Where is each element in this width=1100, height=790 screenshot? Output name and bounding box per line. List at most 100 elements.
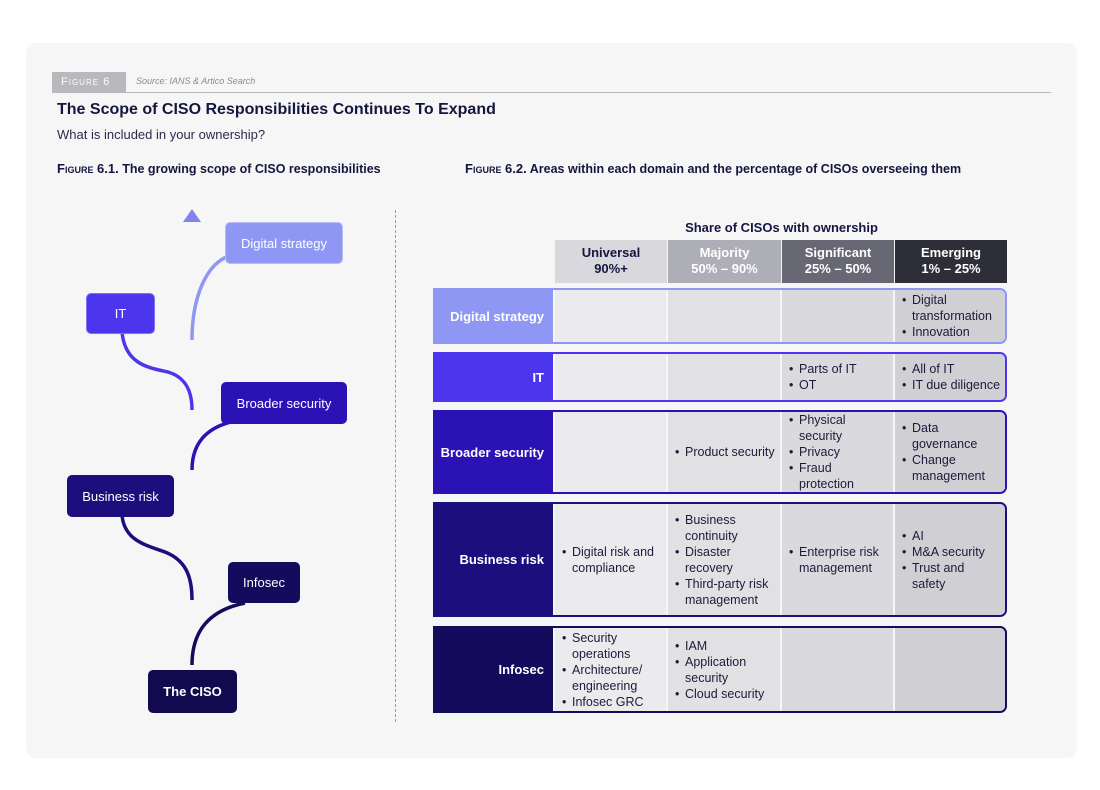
area-item: Innovation (902, 324, 1001, 340)
node-it: IT (86, 293, 155, 334)
area-item: Digital transformation (902, 292, 1001, 324)
area-item: IT due diligence (902, 377, 1000, 393)
node-broader-security: Broader security (221, 382, 347, 424)
area-item: Fraud protection (789, 460, 889, 492)
domain-row-infosec: InfosecSecurity operationsArchitecture/ … (433, 626, 1007, 713)
matrix-cell: IAMApplication securityCloud security (668, 628, 781, 711)
right-figure-caption-text: Areas within each domain and the percent… (529, 162, 962, 176)
matrix-cell (555, 354, 667, 400)
figure-divider (395, 210, 396, 722)
matrix-cell: Data governanceChange management (895, 412, 1005, 492)
matrix-cell: Digital risk and compliance (555, 504, 667, 615)
area-item: M&A security (902, 544, 1001, 560)
area-item: OT (789, 377, 857, 393)
matrix-cell: Digital transformationInnovation (895, 290, 1005, 342)
area-item: Product security (675, 444, 775, 460)
area-item: Infosec GRC (562, 694, 662, 710)
header-rule (52, 92, 1051, 93)
area-item: Physical security (789, 412, 889, 444)
figure-tag: Figure 6 (52, 72, 126, 92)
area-item: AI (902, 528, 1001, 544)
area-list: Physical securityPrivacyFraud protection (789, 412, 889, 492)
branch-digital-strategy (190, 253, 233, 341)
matrix-cell: Parts of ITOT (782, 354, 894, 400)
matrix-cell (895, 628, 1005, 711)
node-the-ciso: The CISO (148, 670, 237, 713)
column-name: Emerging (921, 245, 981, 260)
matrix-cell (555, 290, 667, 342)
page-subtitle: What is included in your ownership? (57, 127, 266, 142)
left-figure-caption-text: The growing scope of CISO responsibiliti… (122, 162, 381, 176)
column-range: 25% – 50% (804, 261, 872, 276)
domain-label: Infosec (435, 628, 553, 711)
left-figure-tag: Figure 6.1. (57, 161, 119, 176)
area-item: Trust and safety (902, 560, 1001, 592)
area-item: Business continuity (675, 512, 776, 544)
column-name: Majority (699, 245, 750, 260)
area-item: Architecture/ engineering (562, 662, 662, 694)
area-list: IAMApplication securityCloud security (675, 638, 776, 702)
area-list: Data governanceChange management (902, 420, 1001, 484)
matrix-cell (555, 412, 667, 492)
matrix-cell (782, 628, 894, 711)
area-list: Security operationsArchitecture/ enginee… (562, 630, 662, 710)
right-figure-tag: Figure 6.2. (465, 161, 527, 176)
matrix-cell (668, 354, 781, 400)
column-range: 1% – 25% (921, 261, 981, 276)
domain-label: Broader security (435, 412, 553, 492)
domain-label: IT (435, 354, 553, 400)
area-item: All of IT (902, 361, 1000, 377)
area-list: AIM&A securityTrust and safety (902, 528, 1001, 592)
column-range: 90%+ (594, 261, 628, 276)
area-item: Disaster recovery (675, 544, 776, 576)
branch-infosec (190, 601, 246, 666)
area-item: Digital risk and compliance (562, 544, 662, 576)
column-range: 50% – 90% (691, 261, 758, 276)
right-figure-caption: Figure 6.2. Areas within each domain and… (465, 161, 961, 176)
domain-label: Digital strategy (435, 290, 553, 342)
node-digital-strategy: Digital strategy (225, 222, 343, 264)
matrix-cell (668, 290, 781, 342)
column-name: Significant (804, 245, 872, 260)
domain-row-broader-security: Broader security Product security Physical… (433, 410, 1007, 494)
area-list: Business continuityDisaster recoveryThir… (675, 512, 776, 608)
matrix-cell: All of ITIT due diligence (895, 354, 1005, 400)
matrix-cell: Security operationsArchitecture/ enginee… (555, 628, 667, 711)
left-figure-caption: Figure 6.1. The growing scope of CISO re… (57, 161, 381, 176)
node-business-risk: Business risk (67, 475, 174, 517)
area-item: IAM (675, 638, 776, 654)
area-list: Product security (675, 444, 775, 460)
area-item: Application security (675, 654, 776, 686)
area-list: All of ITIT due diligence (902, 361, 1000, 393)
branch-it (120, 331, 194, 411)
branch-broader-security (190, 418, 241, 471)
domain-row-it: ITParts of ITOTAll of ITIT due diligence (433, 352, 1007, 402)
node-infosec: Infosec (228, 562, 300, 603)
area-list: Digital risk and compliance (562, 544, 662, 576)
area-list: Enterprise risk management (789, 544, 889, 576)
area-item: Enterprise risk management (789, 544, 889, 576)
trunk-arrowhead (183, 209, 201, 222)
area-item: Privacy (789, 444, 889, 460)
area-item: Security operations (562, 630, 662, 662)
column-name: Universal (581, 245, 641, 260)
domain-label: Business risk (435, 504, 553, 615)
share-title: Share of CISOs with ownership (685, 220, 878, 235)
matrix-cell: Enterprise risk management (782, 504, 894, 615)
matrix-cell (782, 290, 894, 342)
branch-business-risk (120, 514, 194, 601)
matrix-cell: Physical securityPrivacyFraud protection (782, 412, 894, 492)
domain-row-business-risk: Business risk Digital risk and compliance… (433, 502, 1007, 617)
area-item: Data governance (902, 420, 1001, 452)
matrix-cell: AIM&A securityTrust and safety (895, 504, 1005, 615)
area-item: Cloud security (675, 686, 776, 702)
matrix-cell: Business continuityDisaster recoveryThir… (668, 504, 781, 615)
area-list: Digital transformationInnovation (902, 292, 1001, 340)
matrix-cell: Product security (668, 412, 781, 492)
page-title: The Scope of CISO Responsibilities Conti… (57, 101, 496, 118)
area-item: Parts of IT (789, 361, 857, 377)
